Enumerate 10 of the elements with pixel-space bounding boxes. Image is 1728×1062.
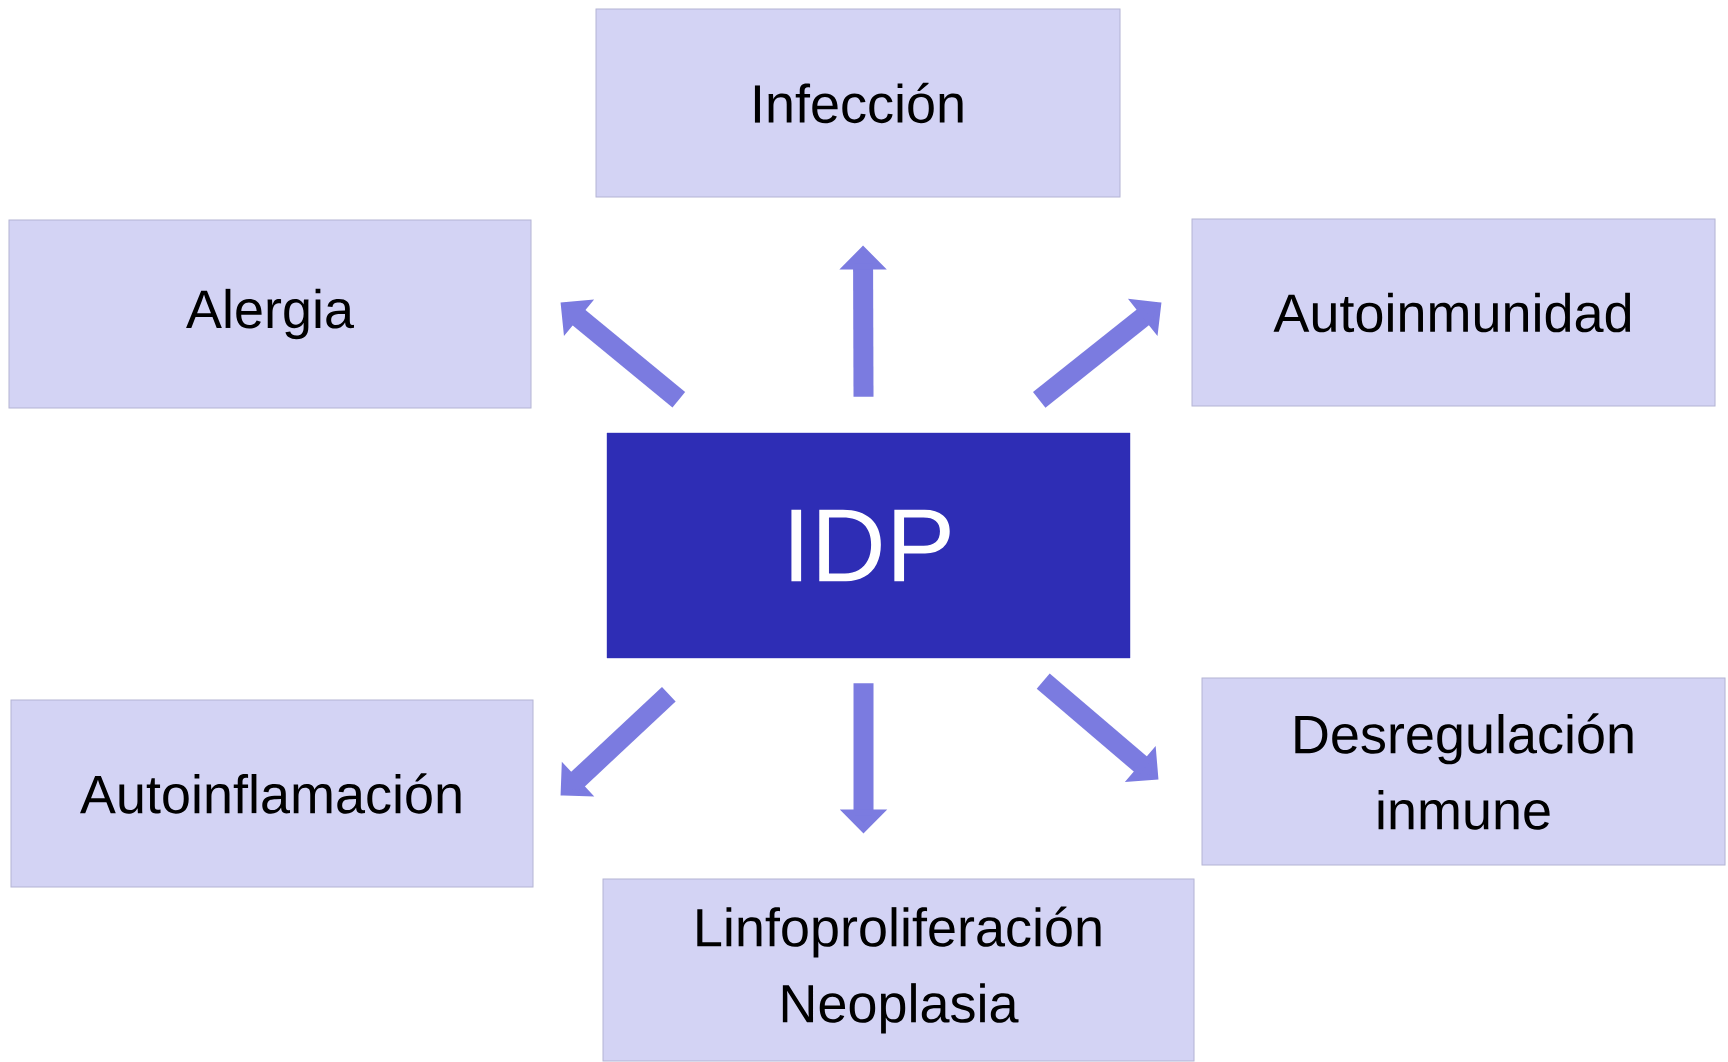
arrow	[1033, 298, 1162, 408]
category-box: Desregulación inmune	[1201, 677, 1726, 866]
arrow	[560, 686, 676, 797]
category-box: Autoinmunidad	[1191, 218, 1716, 407]
category-box: Autoinflamación	[10, 699, 534, 888]
category-box: Infección	[595, 8, 1121, 198]
category-box: Alergia	[8, 219, 532, 409]
main-box: IDP	[606, 432, 1131, 659]
category-box: Linfoproliferación Neoplasia	[602, 878, 1195, 1062]
arrow	[1036, 673, 1159, 782]
